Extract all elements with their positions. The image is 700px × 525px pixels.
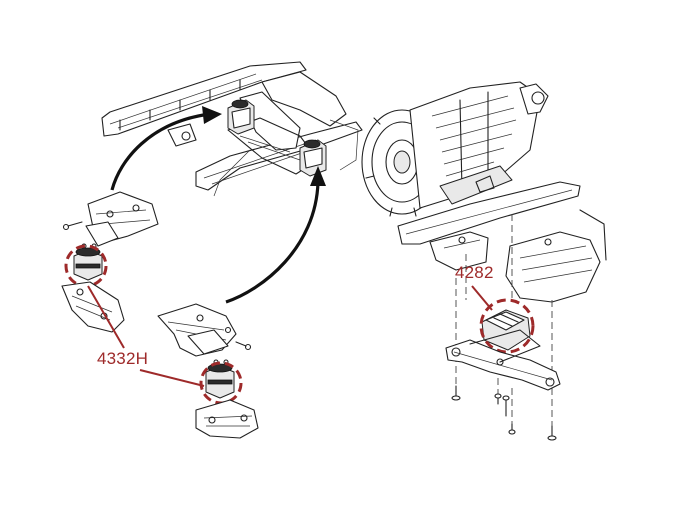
left-mount-bracket <box>62 191 159 247</box>
bolts <box>451 385 557 441</box>
transmission-assembly <box>361 81 549 217</box>
leader-4332h-left <box>87 285 125 349</box>
center-mount-bracket <box>157 303 252 357</box>
callout-label-4332h: 4332H <box>97 349 149 368</box>
callout-label-4282: 4282 <box>455 263 494 282</box>
left-lower-bracket <box>61 281 125 333</box>
right-frame-rails <box>397 181 607 303</box>
leader-4332h-center <box>139 369 205 387</box>
leader-4282 <box>471 285 493 311</box>
left-insulator-4332h <box>73 243 103 281</box>
frame-mount-lower <box>299 139 327 177</box>
assembly-guide-lines <box>455 214 553 426</box>
transmission-crossmember <box>445 329 561 391</box>
chassis-frame <box>101 61 363 197</box>
center-lower-bracket <box>195 399 259 439</box>
frame-mount-upper <box>227 99 255 135</box>
direction-arrows <box>110 106 326 304</box>
callout-circle-right <box>479 298 535 354</box>
